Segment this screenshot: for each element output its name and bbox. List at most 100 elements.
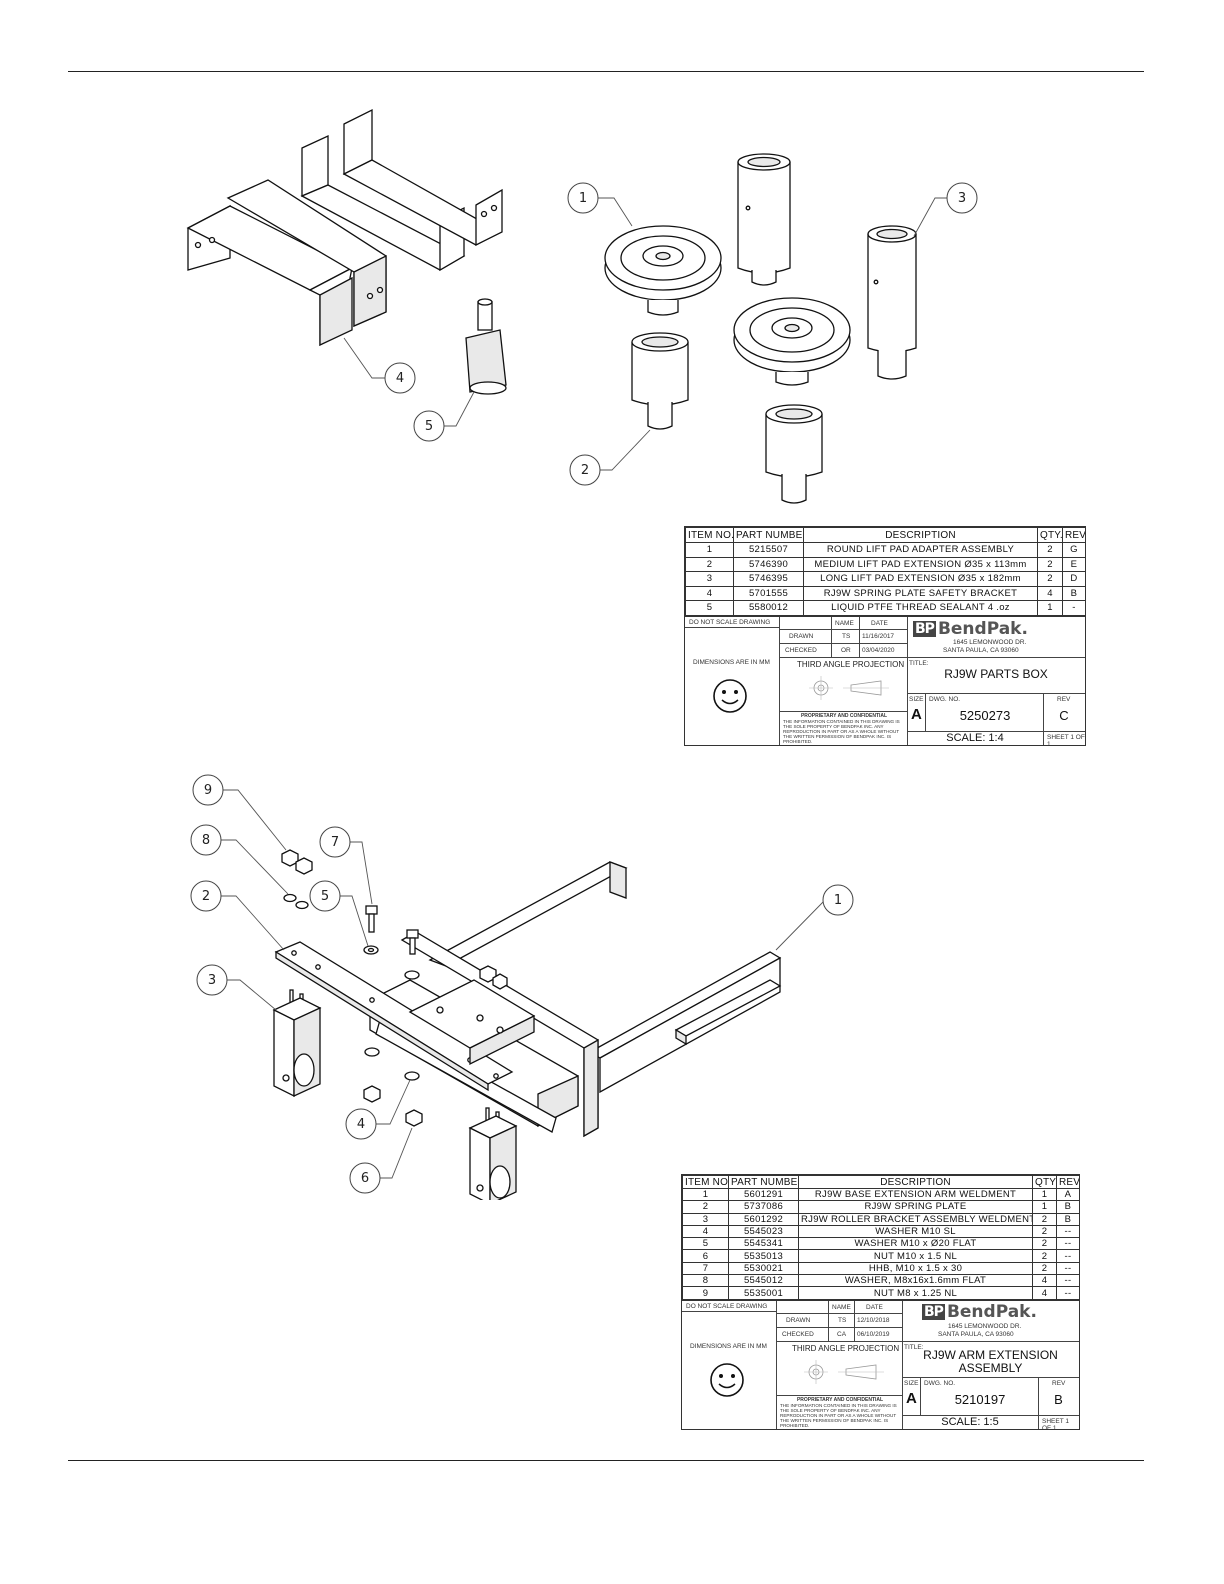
parts-box-title-block: DO NOT SCALE DRAWING NAME DATE DRAWN TS …	[685, 615, 1085, 748]
proprietary-title: PROPRIETARY AND CONFIDENTIAL	[800, 712, 888, 719]
bom-cell: 4	[1032, 1286, 1057, 1300]
bom-cell: --	[1056, 1237, 1080, 1251]
bom-cell: 5746395	[733, 571, 804, 587]
drawn-label: DRAWN	[786, 1316, 811, 1324]
balloon-label: 4	[396, 371, 404, 386]
arm-extension-title-block: DO NOT SCALE DRAWING NAME DATE DRAWN TS …	[682, 1299, 1079, 1432]
bom-header-qty: QTY	[1032, 1175, 1057, 1189]
bom-cell: 5737086	[728, 1200, 799, 1214]
size-label: SIZE	[904, 1379, 919, 1387]
bom-cell: 2	[1037, 542, 1063, 558]
drawing-title-line-2: ASSEMBLY	[958, 1360, 1023, 1375]
name-label: NAME	[835, 619, 854, 627]
rev-label: REV	[1052, 1379, 1066, 1387]
bom-cell: NUT M8 x 1.25 NL	[798, 1286, 1033, 1300]
checked-date: 06/10/2019	[857, 1330, 890, 1338]
bom-cell: 1	[682, 1187, 729, 1202]
proprietary-line: REPRODUCTION IN PART OR AS A WHOLE WITHO…	[780, 1412, 897, 1418]
bom-cell: E	[1062, 556, 1086, 572]
bom-cell: 2	[1032, 1224, 1057, 1239]
parts-box-bom-table: ITEM NO. PART NUMBER DESCRIPTION QTY. RE…	[685, 527, 1086, 616]
round-lift-pad-right	[733, 297, 851, 386]
bom-cell: WASHER M10 SL	[798, 1224, 1033, 1239]
bom-header-rev: REV	[1056, 1175, 1080, 1189]
bom-cell: 5545012	[728, 1274, 799, 1288]
balloon-8	[190, 824, 222, 856]
bom-cell: 2	[1032, 1261, 1057, 1276]
bom-cell: 9	[682, 1286, 729, 1300]
bom-header-rev: REV	[1062, 527, 1086, 543]
rev-value: B	[1054, 1391, 1063, 1407]
size-value: A	[911, 705, 922, 723]
checked-name: OR	[841, 646, 851, 654]
balloon-4	[345, 1108, 377, 1140]
checked-label: CHECKED	[785, 646, 817, 654]
bom-cell: ROUND LIFT PAD ADAPTER ASSEMBLY	[803, 542, 1038, 558]
bom-cell: 5	[685, 600, 734, 616]
footer-rule	[68, 1460, 1144, 1461]
balloon-label: 2	[581, 463, 589, 478]
bom-cell: 7	[682, 1261, 729, 1276]
balloon-label: 3	[958, 191, 966, 206]
bom-cell: LIQUID PTFE THREAD SEALANT 4 .oz	[803, 600, 1038, 616]
bom-cell: 5215507	[733, 542, 804, 558]
sheet-number: SHEET 1 OF 1	[1042, 1417, 1069, 1432]
bom-cell: 5535013	[728, 1249, 799, 1263]
checked-date: 03/04/2020	[862, 646, 895, 654]
proprietary-line: THE SOLE PROPERTY OF BENDPAK INC. ANY	[783, 723, 884, 729]
balloon-3	[946, 182, 978, 214]
balloon-1	[822, 884, 854, 916]
balloon-7	[319, 826, 351, 858]
bom-cell: 6	[682, 1249, 729, 1263]
dimensions-label: DIMENSIONS ARE IN MM	[693, 658, 770, 666]
balloon-label: 4	[357, 1117, 365, 1132]
parts-box-sheet: ITEM NO. PART NUMBER DESCRIPTION QTY. RE…	[684, 526, 1086, 748]
arm-extension-sheet: ITEM NO PART NUMBER DESCRIPTION QTY REV …	[681, 1174, 1080, 1432]
bom-cell: 5601291	[728, 1187, 799, 1202]
bom-cell: 8	[682, 1274, 729, 1288]
balloon-label: 1	[834, 893, 842, 908]
bom-header-part-number: PART NUMBER	[728, 1175, 799, 1189]
balloon-2	[190, 880, 222, 912]
balloon-label: 1	[579, 191, 587, 206]
bom-header-qty: QTY.	[1037, 527, 1063, 543]
proprietary-line: THE SOLE PROPERTY OF BENDPAK INC. ANY	[780, 1407, 881, 1413]
bendpak-logo: BP BendPak.	[913, 619, 1028, 639]
address-line-2: SANTA PAULA, CA 93060	[938, 1330, 1014, 1338]
dimensions-label: DIMENSIONS ARE IN MM	[690, 1342, 767, 1350]
projection-label: THIRD ANGLE PROJECTION	[792, 1343, 900, 1353]
third-angle-projection-icon	[809, 675, 889, 700]
bom-cell: 5545023	[728, 1224, 799, 1239]
bom-cell: G	[1062, 542, 1086, 558]
logo-mark: BP	[922, 1303, 945, 1320]
bom-cell: 2	[685, 556, 734, 572]
bom-cell: 2	[1032, 1249, 1057, 1263]
drawn-name: TS	[838, 1316, 847, 1324]
balloon-label: 2	[202, 889, 210, 904]
rev-value: C	[1059, 707, 1069, 723]
size-value: A	[906, 1389, 917, 1407]
date-label: DATE	[871, 619, 888, 627]
name-label: NAME	[832, 1303, 851, 1311]
third-angle-projection-icon	[804, 1359, 884, 1384]
balloon-label: 6	[361, 1171, 369, 1186]
bom-cell: D	[1062, 571, 1086, 587]
checked-name: CA	[837, 1330, 847, 1338]
balloon-5	[309, 880, 341, 912]
bom-cell: --	[1056, 1224, 1080, 1239]
drawing-title: RJ9W PARTS BOX	[944, 666, 1048, 681]
checked-label: CHECKED	[782, 1330, 814, 1338]
safety-bracket-group	[186, 108, 503, 347]
balloon-label: 3	[208, 973, 216, 988]
bom-cell: 5601292	[728, 1212, 799, 1226]
balloon-label: 7	[331, 835, 339, 850]
